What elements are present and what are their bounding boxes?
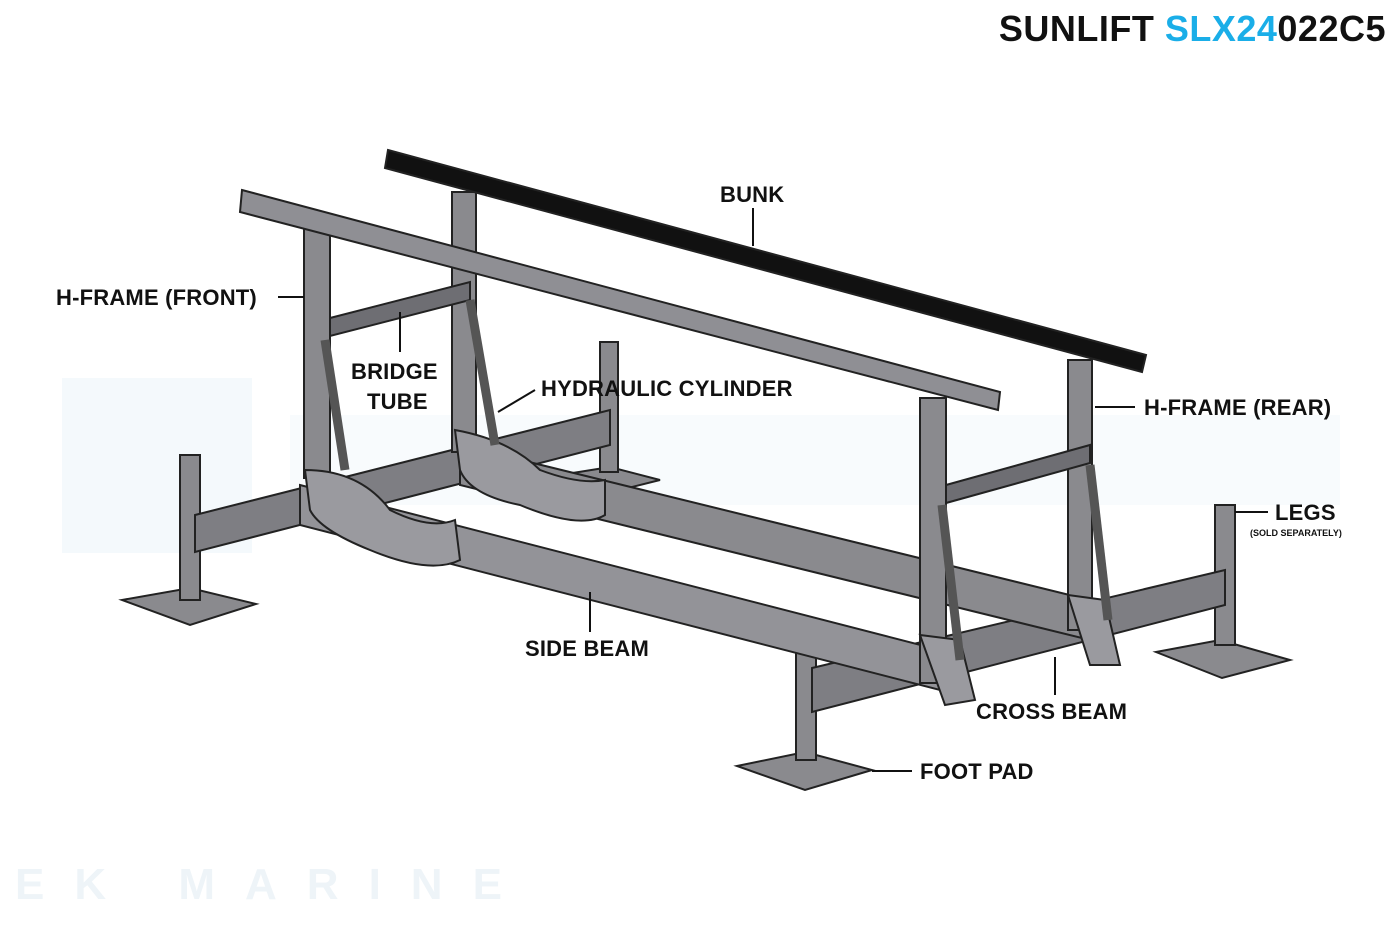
label-hydraulic-cylinder: HYDRAULIC CYLINDER <box>541 376 793 401</box>
label-bridge-tube-line2: TUBE <box>367 389 428 414</box>
hydraulic-cylinder-1 <box>320 339 350 471</box>
leg-back <box>599 341 619 473</box>
h-frame-rear-post-2 <box>1067 359 1093 631</box>
title-brand: SUNLIFT <box>998 8 1155 49</box>
label-side-beam: SIDE BEAM <box>525 636 650 661</box>
hydraulic-cylinder-2 <box>465 299 500 446</box>
cradle-front <box>303 468 462 567</box>
hydraulic-cylinder-3 <box>937 504 965 661</box>
page-title: SUNLIFT SLX24022C5 <box>999 8 1386 50</box>
label-legs: LEGS <box>1275 500 1336 525</box>
watermark-small: EK MARINE <box>15 860 532 910</box>
label-cross-beam: CROSS BEAM <box>976 699 1128 724</box>
title-model-rest: 022C5 <box>1277 8 1386 49</box>
bunk-front <box>238 188 1002 412</box>
foot-pad-right <box>1152 638 1294 680</box>
foot-pad-left <box>118 586 260 627</box>
label-bunk: BUNK <box>720 182 785 207</box>
leader-lines <box>278 208 1268 772</box>
label-bridge-tube-line1: BRIDGE <box>351 359 438 384</box>
bunk-rear <box>383 148 1148 374</box>
bridge-tube-rear <box>945 443 1091 505</box>
label-h-frame-front: H-FRAME (FRONT) <box>56 285 257 310</box>
hydraulic-cylinder-4 <box>1085 464 1113 621</box>
label-foot-pad: FOOT PAD <box>920 759 1034 784</box>
label-legs-note: (SOLD SEPARATELY) <box>1250 528 1342 538</box>
watermark-text: MARINE <box>178 860 532 909</box>
label-h-frame-rear: H-FRAME (REAR) <box>1144 395 1332 420</box>
cradle-rear <box>453 428 606 522</box>
title-model-accent: SLX24 <box>1164 8 1278 49</box>
watermark-logo: EK <box>15 860 137 909</box>
